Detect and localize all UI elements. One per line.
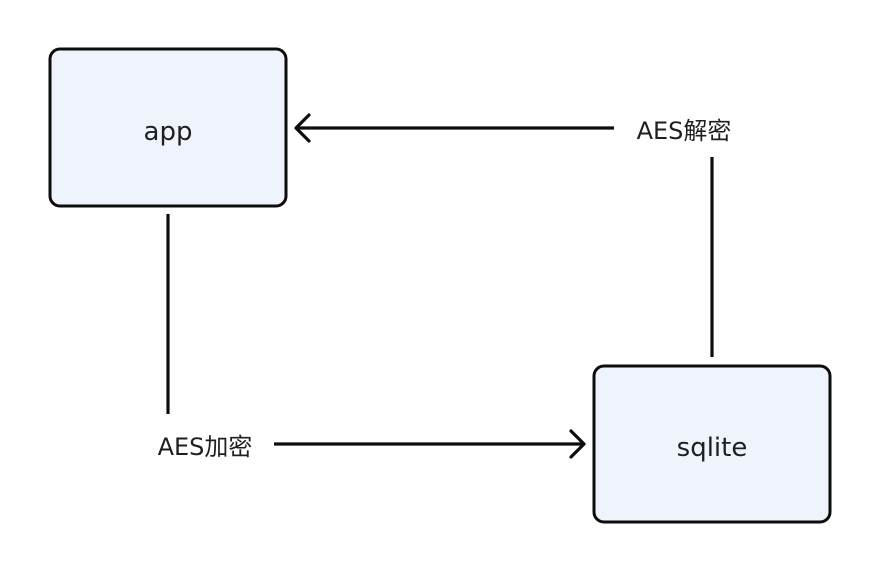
sqlite-node-box	[592, 364, 832, 524]
decrypt-arrowhead-icon	[294, 113, 311, 143]
app-node[interactable]: app	[48, 47, 288, 208]
encrypt-edge: AES加密	[158, 214, 586, 461]
sqlite-node[interactable]: sqlite	[592, 364, 832, 524]
app-node-box	[48, 47, 288, 208]
sqlite-node-label: sqlite	[677, 433, 748, 463]
app-node-label: app	[144, 117, 193, 147]
encrypt-edge-label: AES加密	[158, 433, 253, 461]
decrypt-edge-label: AES解密	[637, 117, 732, 145]
decrypt-edge: AES解密	[294, 113, 732, 357]
encrypt-arrowhead-icon	[569, 429, 586, 459]
